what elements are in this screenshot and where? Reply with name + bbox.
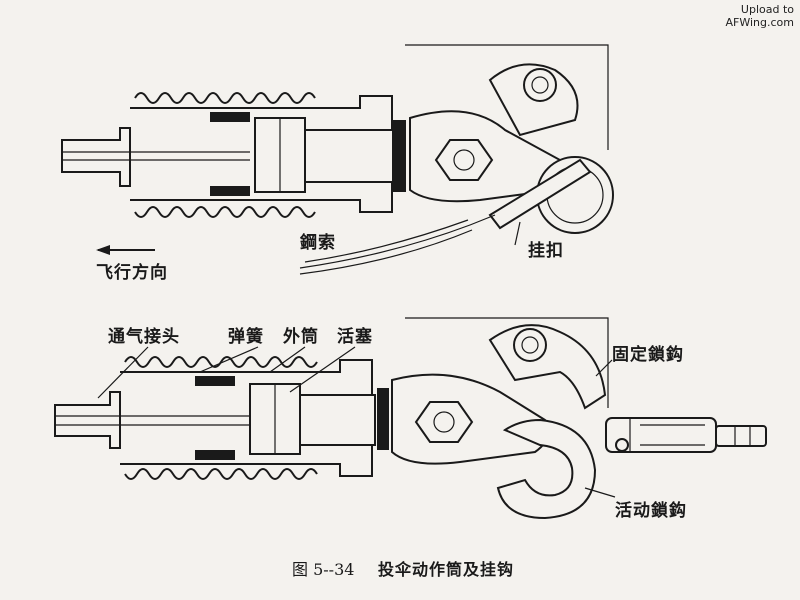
bottom-assembly <box>54 317 767 520</box>
top-nozzle <box>61 127 131 187</box>
top-spring <box>134 92 316 218</box>
detached-clasp <box>605 417 767 453</box>
piston-label: 活塞 <box>337 327 373 347</box>
bottom-pivot <box>513 328 547 362</box>
vent-connector-label: 通气接头 <box>108 327 180 347</box>
bottom-structure-outline <box>405 317 609 408</box>
top-structure-outline <box>405 44 609 150</box>
fixed-hook-label: 固定鎖鈎 <box>612 345 684 365</box>
top-cable <box>299 214 496 269</box>
bottom-nozzle <box>54 391 121 449</box>
cable-label: 鋼索 <box>300 233 336 253</box>
watermark: Upload to AFWing.com <box>726 3 795 29</box>
leader-outer-tube <box>269 346 306 373</box>
top-clasp-arm <box>488 158 592 230</box>
watermark-line-1: Upload to <box>740 3 794 16</box>
leader-fixed-hook <box>595 359 613 377</box>
bottom-bolt <box>414 401 474 443</box>
watermark-line-2: AFWing.com <box>725 16 795 29</box>
flight-direction-label: 飞行方向 <box>96 263 168 283</box>
figure-title: 投伞动作筒及挂钩 <box>378 560 515 579</box>
outer-tube-label: 外筒 <box>283 327 319 347</box>
leader-movable-hook <box>584 487 616 498</box>
movable-hook <box>496 418 597 520</box>
leader-spring <box>199 346 259 373</box>
leader-vent <box>97 346 149 399</box>
spring-label: 弹簧 <box>228 327 264 347</box>
clasp-label: 挂扣 <box>528 241 564 261</box>
top-bolt <box>434 139 494 181</box>
top-assembly <box>61 44 614 275</box>
top-pivot <box>523 68 557 102</box>
leader-piston <box>289 346 356 393</box>
movable-hook-label: 活动鎖鈎 <box>615 501 687 521</box>
bottom-spring <box>124 356 318 480</box>
figure-number: 图 5--34 <box>292 560 355 579</box>
